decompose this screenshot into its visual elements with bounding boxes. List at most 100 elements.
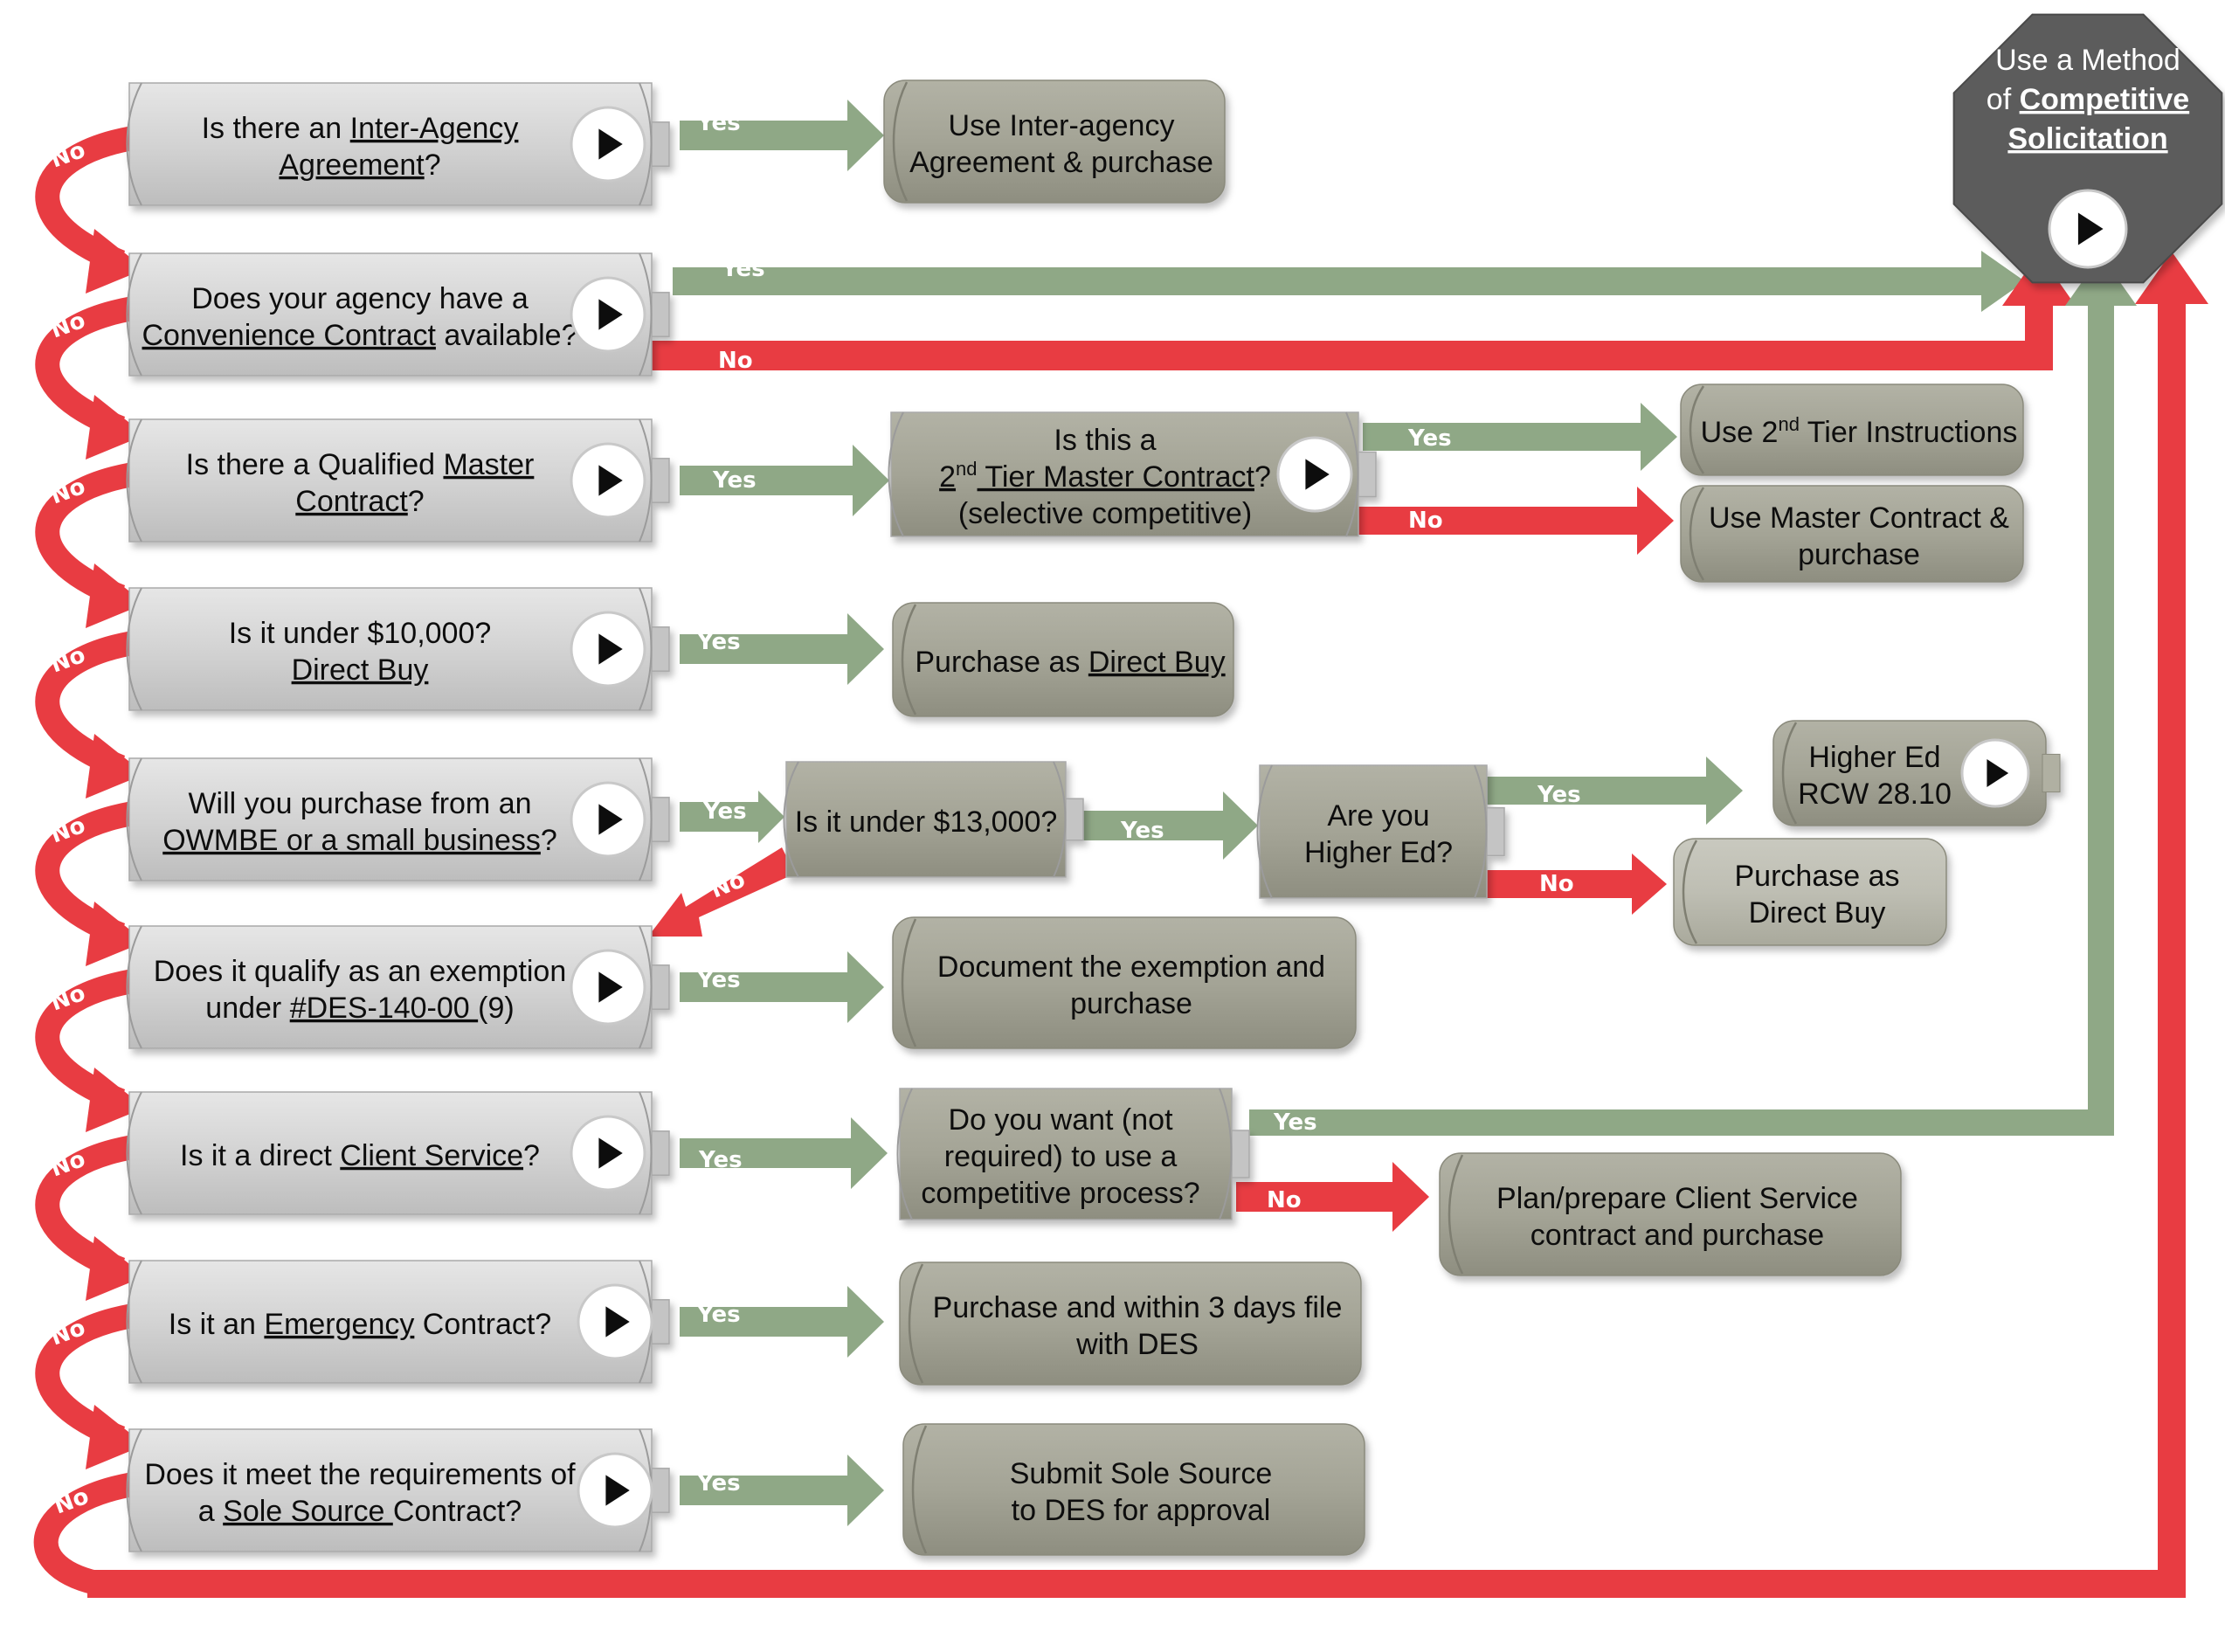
link-text[interactable]: Direct Buy [292, 653, 429, 687]
text-run: Contract? [414, 1308, 551, 1341]
play-icon[interactable] [570, 1115, 646, 1192]
terminal-body [1680, 485, 2024, 583]
yes-connector-client-service-up [2088, 297, 2114, 1136]
node-body [128, 418, 653, 543]
text-run: Purchase as [915, 646, 1088, 679]
text-run: required) to use a [944, 1140, 1178, 1173]
node-label: Is it under $10,000?Direct Buy [229, 617, 492, 687]
text-run: to DES for approval [1012, 1494, 1271, 1527]
node-curl [126, 587, 142, 711]
link-text[interactable]: Client Service [340, 1139, 523, 1172]
curl-head [86, 734, 145, 798]
terminal-label: Use 2nd​ Tier Instructions [1701, 413, 2018, 449]
link-text[interactable]: OWMBE or a small business [162, 824, 541, 857]
curl-stroke [35, 126, 135, 274]
play-icon[interactable] [577, 1283, 653, 1360]
node-label: Is it a direct Client Service? [180, 1139, 540, 1172]
text-run: Higher Ed? [1304, 836, 1453, 869]
no-curl-arrow [35, 631, 145, 798]
yes-connector [680, 1286, 884, 1358]
play-icon[interactable] [570, 106, 646, 183]
text-run: Do you want (not [948, 1103, 1173, 1137]
question-node: Does your agency have a Convenience Contr… [126, 252, 670, 377]
text-run: Will you purchase from an [188, 787, 531, 820]
link-text[interactable]: Agreement [279, 149, 425, 182]
text-run: under [205, 992, 289, 1025]
terminal-curl [1448, 1154, 1464, 1275]
text-run: ? [541, 824, 557, 857]
text-run: purchase [1798, 538, 1920, 571]
yes-connector [680, 1117, 888, 1189]
no-label: No [718, 348, 753, 374]
terminal-curl [911, 1425, 928, 1554]
text-run: Is it under $13,000? [795, 805, 1058, 839]
link-text[interactable]: 2 [939, 460, 956, 494]
node-curl [126, 1428, 142, 1552]
yes-connector [1363, 403, 1677, 471]
competitive-link[interactable]: Competitive [2020, 83, 2190, 116]
link-text[interactable]: Tier Master Contract [978, 460, 1255, 494]
link-text[interactable]: Master [443, 448, 534, 481]
play-icon[interactable] [570, 276, 646, 353]
text-run: Does your agency have a [191, 282, 529, 315]
link-text[interactable]: Emergency [264, 1308, 414, 1341]
link-text[interactable]: #DES-140-00 [290, 992, 478, 1025]
text-run: Is this a [1054, 424, 1156, 457]
octagon-prefix: of [1987, 83, 2020, 116]
node-body [128, 1260, 653, 1384]
terminal-curl [1682, 840, 1698, 944]
link-text[interactable]: Convenience Contract [142, 319, 437, 352]
node-label: Does your agency have a Convenience Contr… [142, 282, 578, 352]
curl-head [86, 902, 145, 966]
solicitation-link[interactable]: Solicitation [2007, 122, 2167, 156]
play-triangle [598, 633, 623, 665]
node-body [128, 1091, 653, 1215]
node-tab [649, 964, 670, 1010]
yes-label: Yes [1120, 818, 1164, 844]
play-icon[interactable] [570, 442, 646, 519]
terminal-body [892, 602, 1234, 717]
link-text[interactable]: Inter-Agency [350, 112, 519, 145]
play-icon[interactable] [1960, 738, 2030, 808]
no-connector-right [2158, 297, 2186, 1598]
play-icon[interactable] [1276, 436, 1353, 513]
yes-label: Yes [721, 256, 765, 282]
curl-head [86, 229, 145, 294]
link-text[interactable]: Contract [295, 485, 408, 518]
node-label: Is it an Emergency Contract? [169, 1308, 551, 1341]
node-label: Will you purchase from an OWMBE or a smal… [162, 787, 557, 857]
text-run: Plan/prepare Client Service [1496, 1182, 1858, 1215]
yes-label: Yes [696, 110, 741, 136]
curl-head [86, 1068, 145, 1132]
terminal-curl [1781, 722, 1798, 825]
node-body [1259, 764, 1488, 899]
diagonal-arrow [648, 847, 795, 937]
yes-label: Yes [696, 967, 741, 993]
no-connector-bottom [87, 1570, 2184, 1598]
play-icon[interactable] [570, 949, 646, 1026]
link-text[interactable]: Direct Buy [1088, 646, 1226, 679]
link-text[interactable]: Sole Source [223, 1495, 393, 1528]
terminal-label: Purchase as Direct Buy [915, 646, 1225, 679]
play-icon[interactable] [2048, 189, 2128, 269]
play-icon[interactable] [570, 611, 646, 688]
node-tab [649, 292, 670, 337]
play-icon[interactable] [570, 781, 646, 858]
superscript: nd [956, 458, 977, 480]
play-icon[interactable] [577, 1452, 653, 1529]
curl-stroke [33, 1472, 135, 1595]
text-run: (9) [478, 992, 515, 1025]
text-run: ? [408, 485, 425, 518]
